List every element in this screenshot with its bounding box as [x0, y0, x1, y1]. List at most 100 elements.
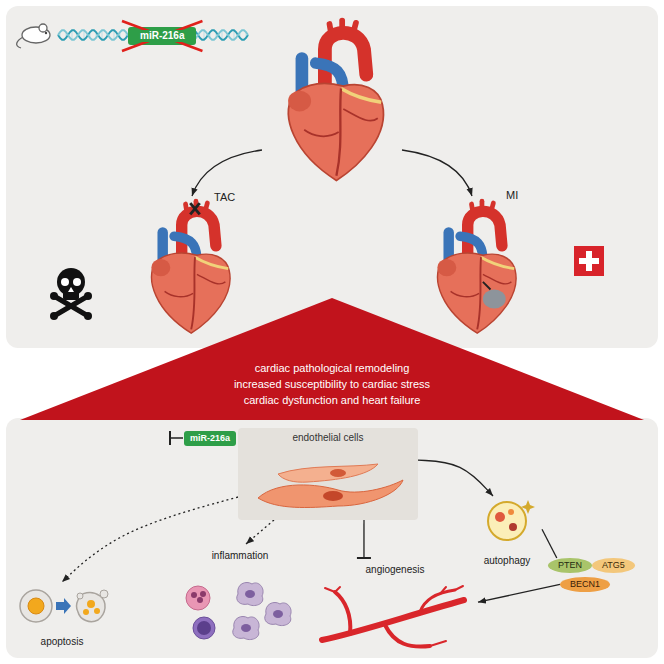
normal-heart — [288, 21, 383, 181]
coronary-artery — [197, 274, 226, 284]
branch-arrow — [192, 150, 262, 196]
blood-vessel — [385, 625, 430, 647]
node-text: PTEN — [558, 560, 582, 571]
ligature — [483, 282, 491, 290]
mirna-box: miR-216a — [128, 27, 196, 45]
cell-panel: endothelial cells — [238, 428, 418, 520]
arrow-connector — [246, 520, 274, 544]
arrow-connector — [542, 529, 557, 558]
macrophage — [265, 602, 291, 625]
arrow-connector — [62, 497, 238, 582]
atrium — [437, 259, 456, 276]
lymphocyte — [193, 617, 215, 639]
protein-ellipse: PTEN — [548, 558, 592, 573]
process-figure: inflammation — [180, 544, 300, 646]
cross-stroke — [122, 21, 202, 51]
coronary-artery — [483, 274, 512, 284]
coronary-artery — [304, 130, 339, 136]
process-arrow — [56, 598, 71, 614]
infarct-zone — [483, 290, 506, 309]
heart-body — [289, 83, 384, 180]
coronary-artery — [451, 291, 480, 296]
macrophage — [237, 582, 263, 605]
process-figure: angiogenesis — [312, 558, 478, 652]
blood-vessel — [440, 587, 446, 594]
tac-heart — [151, 201, 230, 333]
atrium — [151, 259, 170, 276]
bone-end — [50, 312, 58, 320]
cell-nucleus — [273, 610, 283, 618]
sparkle — [521, 500, 535, 514]
cargo — [509, 523, 517, 531]
inhibition-connector — [363, 520, 364, 558]
summary-triangle: cardiac pathological remodelingincreased… — [20, 298, 644, 420]
top-panel — [6, 6, 658, 348]
arrow-connector — [418, 460, 493, 496]
cell-nucleus — [197, 621, 211, 635]
mirna-box: miR-216a — [184, 431, 236, 446]
node-text: cardiac pathological remodeling — [20, 360, 644, 376]
node-text: angiogenesis — [366, 564, 425, 577]
branch-arrow — [402, 150, 472, 196]
cross-stroke — [122, 21, 202, 51]
bone-end — [50, 292, 58, 300]
node-text: miR-216a — [190, 433, 230, 444]
aortic-band — [190, 203, 200, 214]
node-text: ATG5 — [602, 560, 625, 571]
swiss-flag — [574, 246, 604, 276]
healthy-cell — [20, 590, 52, 622]
blood-vessel — [335, 592, 350, 634]
mouse-tail — [17, 37, 23, 48]
nucleus-lobe — [191, 592, 197, 598]
atrium — [288, 91, 311, 112]
node-text: cardiac dysfunction and heart failure — [20, 392, 644, 408]
bottom-panel — [6, 418, 658, 658]
blood-vessel — [430, 641, 446, 646]
mouse-ear — [39, 24, 47, 32]
cell-nucleus — [330, 469, 346, 477]
coronary-fat — [341, 88, 381, 102]
node-text: apoptosis — [41, 636, 84, 649]
apoptotic-bleb — [100, 590, 108, 598]
blood-vessel — [335, 587, 340, 592]
blood-vessel — [455, 586, 463, 590]
apoptotic-bleb — [77, 593, 83, 599]
triangle-fill — [20, 298, 644, 420]
bone-end — [84, 292, 92, 300]
mi-heart — [437, 201, 516, 333]
arrow-connector — [478, 584, 560, 602]
aortic-band — [190, 203, 200, 214]
protein-ellipse: BECN1 — [560, 577, 610, 592]
heart-body — [438, 253, 516, 333]
skull-icon — [50, 268, 92, 320]
swiss-cross — [579, 258, 599, 264]
protein-ellipse: ATG5 — [592, 558, 635, 573]
skull — [57, 268, 85, 296]
heart-body — [152, 253, 230, 333]
inhibition-bar — [169, 431, 171, 445]
cargo — [508, 509, 514, 515]
nucleus-lobe — [197, 597, 203, 603]
coronary-artery — [165, 291, 194, 296]
node-text: endothelial cells — [292, 432, 363, 445]
node-text: BECN1 — [570, 579, 600, 590]
nuclear-fragment — [87, 600, 95, 608]
autophagosome — [488, 502, 526, 540]
process-icon: autophagy — [472, 496, 542, 570]
cargo — [495, 512, 505, 522]
coronary-fat — [481, 257, 514, 268]
coronary-artery — [343, 109, 378, 121]
process-figure: apoptosis — [12, 582, 112, 652]
endothelial-cell — [278, 464, 378, 482]
cell-nucleus — [245, 590, 255, 598]
endothelial-cell — [258, 480, 403, 508]
skull-eye — [73, 278, 81, 286]
cell-nucleus — [28, 598, 44, 614]
mouse-eye — [45, 32, 47, 34]
stage-label: MI — [506, 189, 518, 201]
cell-nucleus — [241, 624, 251, 632]
node-text: miR-216a — [138, 30, 186, 42]
node-text: inflammation — [212, 550, 269, 563]
node-text: autophagy — [484, 555, 531, 568]
